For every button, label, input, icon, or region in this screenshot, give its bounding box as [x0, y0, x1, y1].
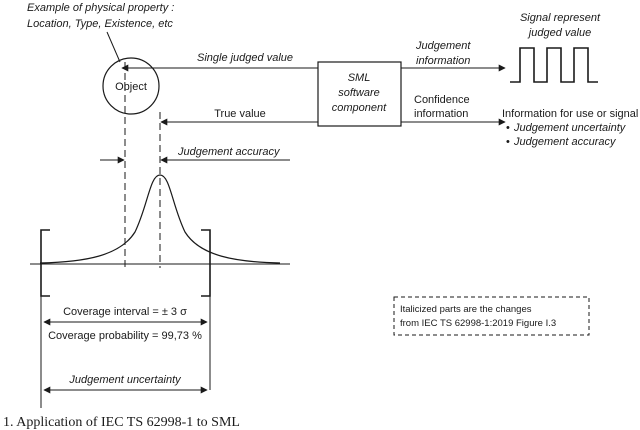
right-bracket [201, 229, 211, 297]
example-pointer-line [106, 31, 121, 63]
info-bullet-1: • [506, 122, 510, 134]
judgement-uncertainty-label: Judgement uncertainty [68, 374, 182, 386]
normal-distribution-curve [39, 174, 281, 264]
example-subtitle: Location, Type, Existence, etc [27, 18, 173, 30]
single-judged-value-label: Single judged value [197, 52, 293, 64]
object-label: Object [115, 81, 147, 93]
signal-label-line2: judged value [527, 27, 591, 39]
confidence-information-line1: Confidence [414, 94, 470, 106]
info-item-uncertainty: Judgement uncertainty [513, 122, 627, 134]
info-bullet-2: • [506, 136, 510, 148]
info-item-accuracy: Judgement accuracy [513, 136, 617, 148]
sml-line3: component [332, 102, 387, 114]
note-box [393, 296, 590, 336]
figure-caption: 1. Application of IEC TS 62998-1 to SML [3, 415, 240, 430]
sml-component-box [317, 61, 402, 127]
judgement-information-line2: information [416, 55, 470, 67]
coverage-interval-label: Coverage interval = ± 3 σ [63, 306, 187, 318]
confidence-information-line2: information [414, 108, 468, 120]
left-bracket [40, 229, 50, 297]
coverage-probability-label: Coverage probability = 99,73 % [48, 330, 202, 342]
judgement-information-line1: Judgement [415, 40, 471, 52]
signal-label-line1: Signal represent [520, 12, 601, 24]
true-value-label: True value [214, 108, 266, 120]
sml-line1: SML [348, 72, 371, 84]
info-use-heading: Information for use or signal [502, 108, 638, 120]
example-title: Example of physical property : [27, 2, 174, 14]
judgement-accuracy-label: Judgement accuracy [177, 146, 281, 158]
signal-square-wave [510, 47, 598, 83]
object-circle [102, 57, 160, 115]
sml-line2: software [338, 87, 380, 99]
note-line2: from IEC TS 62998-1:2019 Figure I.3 [400, 318, 556, 329]
note-line1: Italicized parts are the changes [400, 304, 532, 315]
